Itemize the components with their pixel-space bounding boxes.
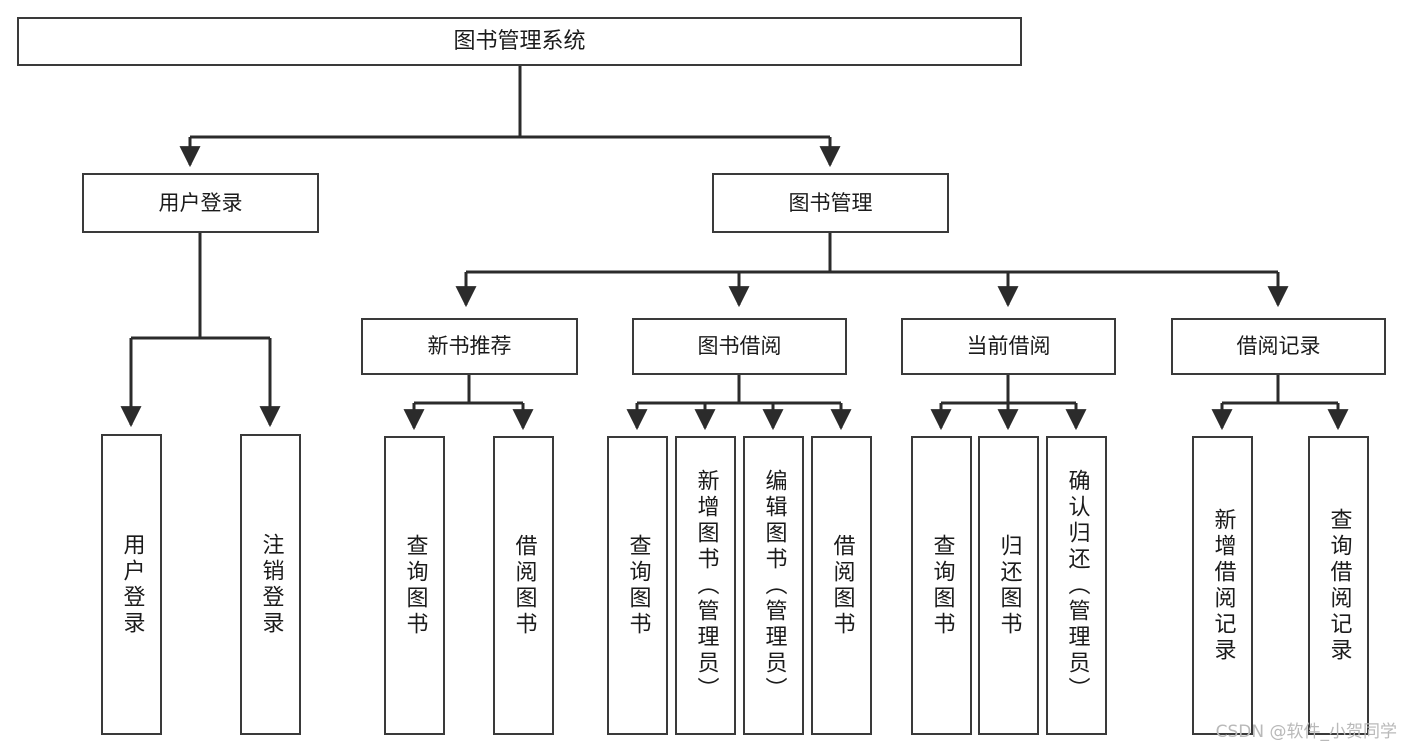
leaf-edit-book-label: 编辑图书（管理员） — [761, 468, 787, 703]
node-borrow-record-label: 借阅记录 — [1236, 334, 1321, 359]
leaf-query-book-3[interactable]: 查询图书 — [911, 436, 972, 735]
node-book-manage-label: 图书管理 — [788, 190, 873, 215]
leaf-user-login-label: 用户登录 — [119, 532, 145, 637]
leaf-borrow-book-2-label: 借阅图书 — [829, 533, 855, 638]
node-borrow-record[interactable]: 借阅记录 — [1171, 318, 1386, 375]
leaf-query-book-1-label: 查询图书 — [402, 533, 428, 638]
leaf-query-record[interactable]: 查询借阅记录 — [1308, 436, 1369, 735]
leaf-query-book-2[interactable]: 查询图书 — [607, 436, 668, 735]
node-root-label: 图书管理系统 — [453, 28, 586, 54]
node-current-borrow[interactable]: 当前借阅 — [901, 318, 1116, 375]
node-root[interactable]: 图书管理系统 — [17, 17, 1022, 66]
leaf-query-record-label: 查询借阅记录 — [1326, 507, 1352, 664]
node-book-manage[interactable]: 图书管理 — [712, 173, 949, 233]
leaf-query-book-1[interactable]: 查询图书 — [384, 436, 445, 735]
leaf-return-book[interactable]: 归还图书 — [978, 436, 1039, 735]
leaf-add-book-label: 新增图书（管理员） — [693, 468, 719, 703]
leaf-user-logout[interactable]: 注销登录 — [240, 434, 301, 735]
node-new-book-recommend-label: 新书推荐 — [427, 334, 512, 359]
node-book-borrow-label: 图书借阅 — [697, 334, 782, 359]
leaf-query-book-3-label: 查询图书 — [929, 533, 955, 638]
leaf-add-book[interactable]: 新增图书（管理员） — [675, 436, 736, 735]
leaf-user-logout-label: 注销登录 — [258, 532, 284, 637]
leaf-borrow-book-2[interactable]: 借阅图书 — [811, 436, 872, 735]
leaf-edit-book[interactable]: 编辑图书（管理员） — [743, 436, 804, 735]
node-user-login-label: 用户登录 — [158, 190, 243, 215]
leaf-return-book-label: 归还图书 — [996, 533, 1022, 638]
node-new-book-recommend[interactable]: 新书推荐 — [361, 318, 578, 375]
node-current-borrow-label: 当前借阅 — [966, 334, 1051, 359]
node-book-borrow[interactable]: 图书借阅 — [632, 318, 847, 375]
leaf-borrow-book-1[interactable]: 借阅图书 — [493, 436, 554, 735]
leaf-add-record[interactable]: 新增借阅记录 — [1192, 436, 1253, 735]
leaf-add-record-label: 新增借阅记录 — [1210, 507, 1236, 664]
leaf-confirm-return-label: 确认归还（管理员） — [1064, 468, 1090, 703]
csdn-watermark: CSDN @软件_小贺同学 — [1215, 722, 1397, 742]
leaf-query-book-2-label: 查询图书 — [625, 533, 651, 638]
leaf-borrow-book-1-label: 借阅图书 — [511, 533, 537, 638]
node-user-login[interactable]: 用户登录 — [82, 173, 319, 233]
leaf-user-login[interactable]: 用户登录 — [101, 434, 162, 735]
leaf-confirm-return[interactable]: 确认归还（管理员） — [1046, 436, 1107, 735]
